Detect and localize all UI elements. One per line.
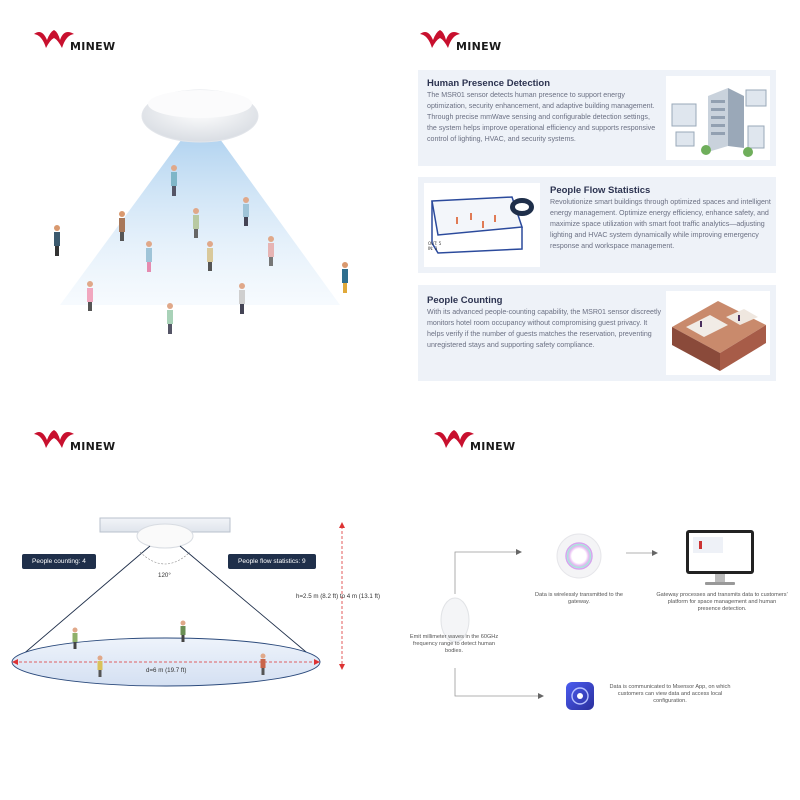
coverage-diagram	[11, 517, 345, 687]
workflow-diagram	[440, 530, 754, 710]
panel-coverage-diagram: MINEW People counting: 4 People flow sta…	[0, 400, 400, 800]
minew-bird-icon	[34, 30, 74, 48]
person-figure	[260, 653, 266, 675]
emit-caption: Emit millimeter waves in the 60GHz frequ…	[409, 634, 499, 655]
mmwave-sensor	[440, 597, 470, 643]
card-body: The MSR01 sensor detects human presence …	[427, 91, 656, 143]
minew-bird-icon	[420, 30, 460, 48]
card-title: People Flow Statistics	[550, 185, 651, 196]
people-flow-badge: People flow statistics: 9	[228, 554, 316, 569]
minew-logo: MINEW	[418, 26, 501, 54]
minew-logo: MINEW	[432, 426, 515, 454]
person-figure	[171, 165, 177, 196]
building-illustration	[666, 76, 770, 160]
person-figure	[167, 303, 173, 334]
card-body: With its advanced people-counting capabi…	[427, 308, 662, 349]
card-people-flow: OUT: 5 IN: 3 People Flow Statistics Revo…	[418, 177, 776, 273]
minew-bird-icon	[434, 430, 474, 448]
hotel-room-illustration	[666, 291, 770, 375]
person-figure	[54, 225, 60, 256]
diameter-label: d=6 m (19.7 ft)	[146, 667, 187, 674]
minew-logo: MINEW	[32, 426, 115, 454]
person-figure	[268, 236, 274, 266]
wireless-caption: Data is wirelessly transmitted to the ga…	[535, 592, 623, 606]
person-figure	[146, 241, 152, 272]
connector-line	[454, 668, 540, 697]
connector-line	[454, 551, 518, 594]
sensor-device	[136, 523, 194, 549]
minew-logo: MINEW	[32, 26, 115, 54]
brand-wordmark: MINEW	[456, 40, 502, 53]
brand-wordmark: MINEW	[70, 40, 116, 53]
app-caption: Data is communicated to Msensor App, on …	[609, 684, 731, 705]
person-figure	[119, 211, 125, 241]
brand-wordmark: MINEW	[470, 440, 516, 453]
corridor-illustration: OUT: 5 IN: 3	[424, 183, 540, 267]
panel-workflow: MINEW Emit millimeter waves in the	[400, 400, 800, 800]
person-figure	[243, 197, 249, 226]
person-figure	[207, 241, 213, 271]
people-counting-badge: People counting: 4	[22, 554, 96, 569]
person-figure	[180, 620, 186, 642]
person-figure	[193, 208, 199, 238]
angle-label: 120°	[158, 572, 171, 579]
cone-illustration	[54, 89, 348, 334]
height-label: h=2.5 m (8.2 ft) to 4 m (13.1 ft)	[296, 593, 381, 600]
person-figure	[239, 283, 245, 314]
svg-text:IN: 3: IN: 3	[428, 246, 438, 251]
card-body: Revolutionize smart buildings through op…	[550, 198, 771, 250]
card-title: Human Presence Detection	[427, 78, 551, 89]
card-human-presence: Human Presence Detection The MSR01 senso…	[418, 70, 776, 166]
panel-feature-cards: MINEW Human Presence Detection The MSR01…	[400, 0, 800, 400]
card-people-counting: People Counting With its advanced people…	[418, 285, 776, 381]
card-title: People Counting	[427, 295, 503, 306]
person-figure	[72, 627, 78, 649]
svg-text:OUT: 5: OUT: 5	[428, 241, 442, 246]
detection-cone	[60, 128, 340, 305]
person-figure	[87, 281, 93, 311]
panel-detection-cone: MINEW	[0, 0, 400, 400]
person-figure	[342, 262, 348, 293]
brand-wordmark: MINEW	[70, 440, 116, 453]
minew-bird-icon	[34, 430, 74, 448]
gateway-caption: Gateway processes and transmits data to …	[656, 592, 788, 613]
person-figure	[97, 655, 103, 677]
